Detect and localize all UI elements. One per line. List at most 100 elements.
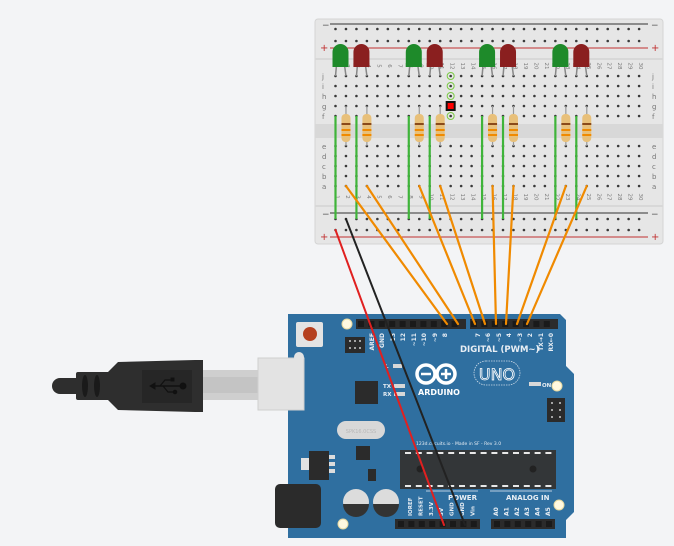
breadboard-hole[interactable] (470, 104, 473, 108)
rail-hole[interactable] (470, 228, 473, 232)
rail-hole[interactable] (438, 39, 442, 43)
breadboard-hole[interactable] (595, 184, 599, 188)
breadboard-hole[interactable] (533, 174, 536, 178)
breadboard-hole[interactable] (428, 104, 432, 108)
breadboard-hole[interactable] (522, 94, 526, 98)
breadboard-hole[interactable] (543, 184, 547, 188)
breadboard-hole[interactable] (554, 84, 557, 88)
rail-hole[interactable] (585, 228, 589, 232)
breadboard-hole[interactable] (376, 94, 379, 98)
rail-hole[interactable] (428, 39, 432, 43)
breadboard-hole[interactable] (449, 184, 452, 188)
rail-hole[interactable] (606, 27, 610, 31)
breadboard-hole[interactable] (470, 164, 473, 168)
breadboard-hole[interactable] (376, 174, 379, 178)
rail-hole[interactable] (470, 27, 473, 31)
breadboard-hole[interactable] (386, 74, 390, 78)
breadboard-hole[interactable] (459, 184, 463, 188)
rail-hole[interactable] (585, 39, 589, 43)
breadboard-hole[interactable] (480, 84, 484, 88)
breadboard-hole[interactable] (386, 104, 390, 108)
breadboard-hole[interactable] (386, 174, 390, 178)
breadboard-hole[interactable] (449, 164, 452, 168)
breadboard-hole[interactable] (386, 184, 390, 188)
breadboard-hole[interactable] (522, 74, 526, 78)
rail-hole[interactable] (637, 27, 641, 31)
rail-hole[interactable] (637, 228, 641, 232)
rail-hole[interactable] (449, 228, 452, 232)
rail-hole[interactable] (344, 39, 348, 43)
rail-hole[interactable] (616, 27, 620, 31)
rail-hole[interactable] (470, 217, 473, 221)
breadboard-hole[interactable] (627, 144, 630, 148)
rail-hole[interactable] (386, 27, 390, 31)
rail-hole[interactable] (533, 217, 536, 221)
breadboard-hole[interactable] (428, 94, 432, 98)
breadboard-hole[interactable] (564, 154, 568, 158)
breadboard-hole[interactable] (627, 84, 630, 88)
breadboard-hole[interactable] (616, 74, 620, 78)
breadboard-hole[interactable] (585, 94, 589, 98)
breadboard-hole[interactable] (575, 94, 578, 98)
wire-orange-pin-6[interactable] (439, 184, 487, 326)
breadboard-hole[interactable] (376, 104, 379, 108)
rail-hole[interactable] (554, 228, 557, 232)
digital-pin-socket[interactable] (512, 321, 519, 327)
power-pin-socket[interactable] (470, 521, 477, 527)
digital-pin-socket[interactable] (368, 321, 375, 327)
rail-hole[interactable] (365, 27, 369, 31)
breadboard-hole[interactable] (355, 94, 358, 98)
breadboard-hole[interactable] (512, 94, 515, 98)
breadboard-hole[interactable] (585, 174, 589, 178)
rail-hole[interactable] (428, 27, 432, 31)
power-pin-socket[interactable] (429, 521, 436, 527)
rail-hole[interactable] (417, 27, 421, 31)
rail-hole[interactable] (407, 27, 411, 31)
breadboard-hole[interactable] (616, 84, 620, 88)
digital-pin-socket[interactable] (451, 321, 458, 327)
rail-hole[interactable] (595, 228, 599, 232)
breadboard-hole[interactable] (606, 174, 610, 178)
power-pin-socket[interactable] (408, 521, 415, 527)
rail-hole[interactable] (543, 217, 547, 221)
breadboard-hole[interactable] (533, 144, 536, 148)
breadboard-hole[interactable] (344, 164, 348, 168)
digital-pin-socket[interactable] (430, 321, 437, 327)
breadboard-hole[interactable] (459, 94, 463, 98)
breadboard-hole[interactable] (417, 94, 421, 98)
digital-pin-socket[interactable] (399, 321, 406, 327)
breadboard-hole[interactable] (407, 104, 411, 108)
breadboard-hole[interactable] (533, 184, 536, 188)
breadboard-hole[interactable] (637, 184, 641, 188)
usb-cable[interactable] (52, 360, 262, 412)
power-pin-socket[interactable] (460, 521, 467, 527)
breadboard-hole[interactable] (595, 94, 599, 98)
breadboard-hole[interactable] (397, 144, 400, 148)
breadboard-hole[interactable] (606, 164, 610, 168)
breadboard-hole[interactable] (512, 174, 515, 178)
breadboard-hole[interactable] (595, 104, 599, 108)
breadboard-hole[interactable] (376, 84, 379, 88)
breadboard-hole[interactable] (637, 144, 641, 148)
breadboard-hole[interactable] (365, 154, 369, 158)
rail-hole[interactable] (533, 39, 536, 43)
wire-red-5v[interactable] (334, 229, 445, 526)
breadboard-hole[interactable] (449, 144, 452, 148)
breadboard-hole[interactable] (616, 154, 620, 158)
breadboard-hole[interactable] (397, 104, 400, 108)
breadboard-hole[interactable] (470, 184, 473, 188)
breadboard-hole[interactable] (627, 94, 630, 98)
breadboard-hole[interactable] (522, 174, 526, 178)
rail-hole[interactable] (355, 39, 358, 43)
power-pin-socket[interactable] (450, 521, 456, 527)
rail-hole[interactable] (407, 228, 411, 232)
wire-orange-pin-5[interactable] (491, 184, 498, 326)
breadboard-hole[interactable] (627, 104, 630, 108)
rail-hole[interactable] (512, 217, 515, 221)
rail-hole[interactable] (564, 39, 568, 43)
breadboard-hole[interactable] (595, 114, 599, 118)
power-pin-socket[interactable] (418, 521, 425, 527)
breadboard-hole[interactable] (627, 174, 630, 178)
breadboard-hole[interactable] (334, 104, 337, 108)
breadboard-hole[interactable] (606, 84, 610, 88)
